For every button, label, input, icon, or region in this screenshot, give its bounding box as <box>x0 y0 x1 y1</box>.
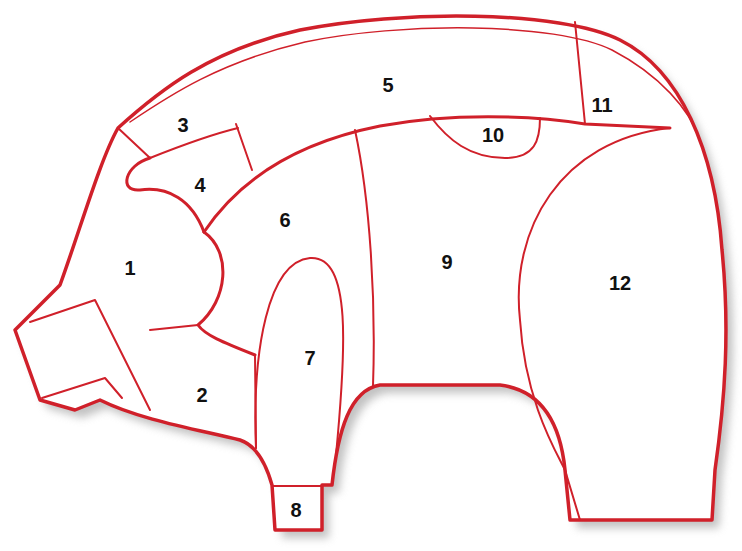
callout-number: 1 <box>124 258 135 278</box>
callout-number: 10 <box>482 125 504 145</box>
callout-number: 6 <box>279 210 290 230</box>
sirloin-line <box>575 22 585 124</box>
cheek-line <box>150 325 198 330</box>
callout-number: 3 <box>177 115 188 135</box>
belly-line <box>355 130 374 386</box>
callout-number: 12 <box>609 273 631 293</box>
callout-number: 9 <box>441 252 452 272</box>
loin-line <box>204 117 670 232</box>
callout-number: 8 <box>290 500 301 520</box>
callout-number: 11 <box>591 95 612 115</box>
callout-number: 7 <box>304 348 315 368</box>
callout-number: 2 <box>196 385 207 405</box>
callout-number: 5 <box>382 75 393 95</box>
tenderloin-line <box>430 116 540 158</box>
snout-line <box>30 300 150 410</box>
rear-leg-line <box>565 470 580 520</box>
ham-line <box>519 128 670 470</box>
back-inner-line <box>130 28 700 140</box>
hock-line <box>273 485 321 487</box>
shank-line <box>255 258 343 455</box>
jaw-line <box>42 378 122 398</box>
jowl-line <box>127 158 204 232</box>
head-line <box>198 232 255 355</box>
cut-lines <box>30 22 700 520</box>
callout-number: 4 <box>194 175 205 195</box>
shoulder-split-line <box>236 124 252 170</box>
pig-outline <box>15 16 726 530</box>
